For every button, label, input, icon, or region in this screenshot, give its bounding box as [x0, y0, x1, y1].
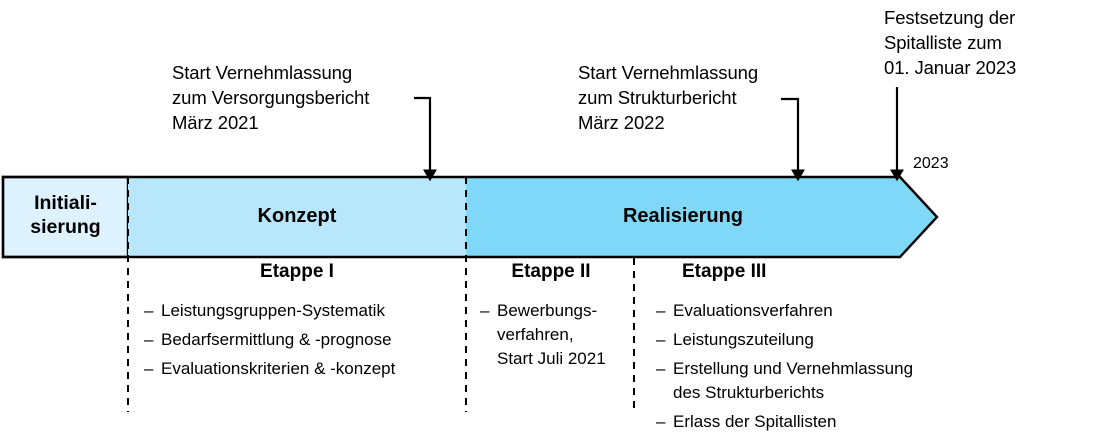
- etappe-column-3: Etappe III – Evaluationsverfahren – Leis…: [640, 261, 970, 439]
- bullet-dash-icon: –: [656, 330, 666, 349]
- list-item: – Bedarfsermittlung & -prognose: [144, 328, 462, 352]
- etappe-2-list: – Bewerbungs- verfahren, Start Juli 2021: [470, 299, 632, 371]
- etappe-2-title: Etappe II: [511, 261, 591, 282]
- list-item-text: Leistungszuteilung: [673, 330, 814, 349]
- bullet-dash-icon: –: [656, 412, 666, 431]
- list-item-text: Bewerbungs- verfahren, Start Juli 2021: [497, 301, 606, 368]
- arrow-versorgungsbericht: [414, 96, 438, 182]
- bullet-dash-icon: –: [656, 359, 666, 378]
- etappe-3-list: – Evaluationsverfahren – Leistungszuteil…: [640, 299, 970, 434]
- etappe-1-title: Etappe I: [260, 261, 334, 282]
- callout-versorgungsbericht: Start Vernehmlassung zum Versorgungsberi…: [172, 62, 370, 133]
- list-item-text: Evaluationskriterien & -konzept: [161, 359, 396, 378]
- list-item: – Leistungszuteilung: [656, 328, 970, 352]
- list-item-text: Erstellung und Vernehmlassung des Strukt…: [673, 359, 914, 402]
- list-item: – Erstellung und Vernehmlassung des Stru…: [656, 357, 970, 405]
- callout-strukturbericht: Start Vernehmlassung zum Strukturbericht…: [578, 62, 759, 133]
- list-item: – Bewerbungs- verfahren, Start Juli 2021: [480, 299, 632, 371]
- list-item-text: Leistungsgruppen-Systematik: [161, 301, 385, 320]
- bullet-dash-icon: –: [144, 359, 154, 378]
- etappe-column-2: Etappe II – Bewerbungs- verfahren, Start…: [470, 261, 632, 376]
- etappe-1-list: – Leistungsgruppen-Systematik – Bedarfse…: [132, 299, 462, 381]
- list-item: – Erlass der Spitallisten: [656, 410, 970, 434]
- list-item: – Leistungsgruppen-Systematik: [144, 299, 462, 323]
- arrow-strukturbericht: [781, 97, 806, 182]
- phase-label-initialisierung: Initiali- sierung: [30, 192, 101, 238]
- list-item-text: Evaluationsverfahren: [673, 301, 833, 320]
- phase-label-konzept: Konzept: [257, 205, 337, 227]
- bullet-dash-icon: –: [656, 301, 666, 320]
- list-item-text: Bedarfsermittlung & -prognose: [161, 330, 392, 349]
- list-item-text: Erlass der Spitallisten: [673, 412, 837, 431]
- callout-spitalliste: Festsetzung der Spitalliste zum 01. Janu…: [884, 7, 1017, 78]
- list-item: – Evaluationsverfahren: [656, 299, 970, 323]
- etappe-3-title: Etappe III: [682, 261, 767, 282]
- year-marker-2023: 2023: [913, 155, 949, 172]
- bullet-dash-icon: –: [144, 301, 154, 320]
- bullet-dash-icon: –: [480, 301, 490, 320]
- etappe-column-1: Etappe I – Leistungsgruppen-Systematik –…: [132, 261, 462, 386]
- phase-label-realisierung: Realisierung: [622, 205, 744, 227]
- list-item: – Evaluationskriterien & -konzept: [144, 357, 462, 381]
- bullet-dash-icon: –: [144, 330, 154, 349]
